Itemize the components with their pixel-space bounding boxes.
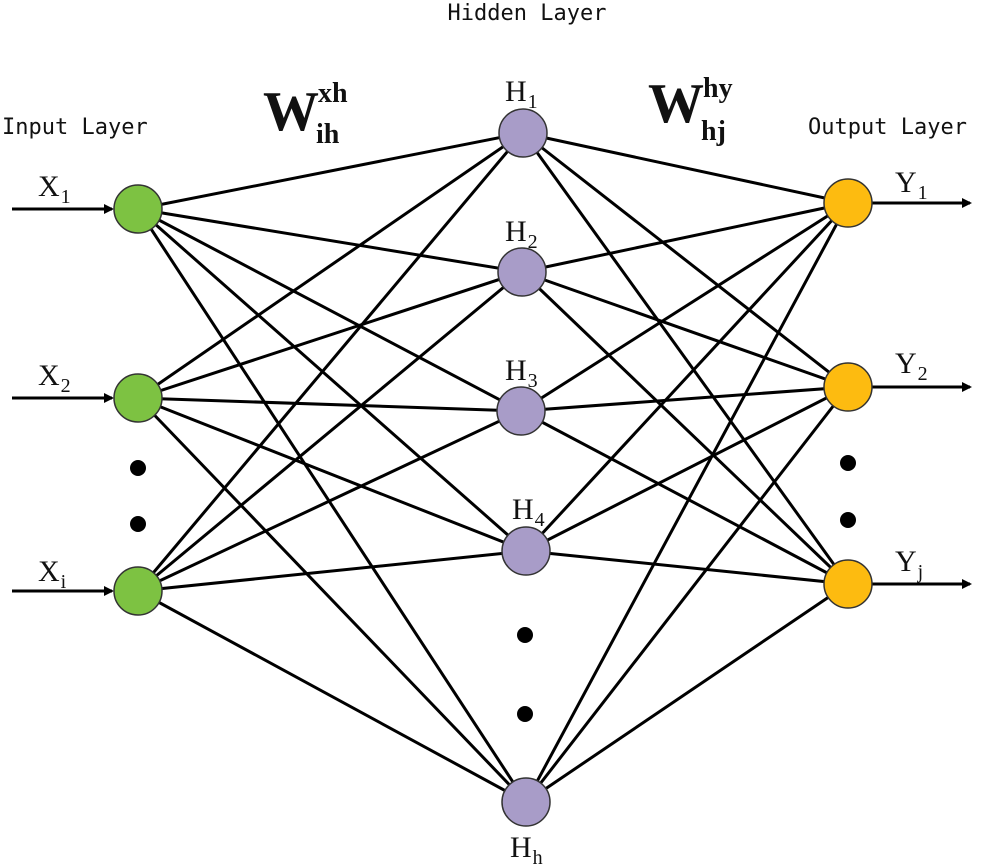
weight-label-hidden-output: W hy hj [648, 73, 733, 147]
edge-input-2-hidden-2 [137, 270, 523, 400]
hidden-node-1 [498, 108, 548, 158]
edge-input-3-hidden-4 [137, 549, 527, 593]
hidden-layer-title: Hidden Layer [448, 1, 607, 26]
edge-hidden-3-output-1 [520, 201, 849, 413]
input-layer-title: Input Layer [2, 115, 148, 140]
hidden-node-label-base-1: H [505, 75, 527, 108]
ellipsis-dot-6 [840, 512, 856, 528]
weight-ih-sup: xh [318, 78, 348, 109]
edge-hidden-1-output-1 [522, 131, 849, 205]
ellipsis-dot-4 [517, 706, 533, 722]
output-node-label-sub-3: j [917, 561, 924, 583]
output-node-label-base-3: Y [895, 545, 917, 578]
input-node-label-base-3: X [38, 555, 60, 588]
weight-hj-main: W [648, 73, 704, 135]
hidden-node-label-sub-1: 1 [528, 91, 538, 113]
input-node-label-3: Xi [38, 555, 67, 593]
hidden-node-3 [496, 386, 546, 436]
ellipsis-dot-1 [130, 460, 146, 476]
hidden-node-label-2: H2 [505, 215, 538, 253]
edge-hidden-3-output-2 [520, 385, 849, 413]
edge-hidden-3-output-3 [520, 409, 849, 586]
output-node-label-base-2: Y [895, 347, 917, 380]
edge-input-1-hidden-4 [137, 207, 527, 553]
input-node-label-sub-3: i [61, 571, 67, 593]
weight-ih-main: W [263, 81, 319, 143]
edge-hidden-4-output-1 [524, 201, 850, 553]
edge-hidden-5-output-1 [524, 202, 850, 803]
weight-ih-sub: ih [316, 119, 340, 150]
edge-hidden-1-output-2 [522, 131, 849, 389]
input-node-label-sub-1: 1 [61, 186, 71, 208]
hidden-node-label-5: Hh [510, 831, 543, 864]
edge-input-2-hidden-5 [136, 396, 528, 804]
io-arrows [12, 198, 972, 596]
input-node-label-1: X1 [38, 170, 71, 208]
edge-hidden-2-output-2 [521, 270, 849, 389]
connection-edges [136, 131, 850, 804]
hidden-node-label-sub-4: 4 [535, 509, 545, 531]
edge-input-3-hidden-3 [137, 409, 522, 593]
edge-input-3-hidden-1 [136, 132, 525, 592]
hidden-node-label-3: H3 [505, 354, 538, 392]
hidden-node-label-4: H4 [512, 493, 545, 531]
edge-hidden-2-output-1 [521, 201, 849, 274]
output-node-label-3: Yj [895, 545, 923, 583]
network-nodes [113, 108, 873, 827]
hidden-node-label-sub-2: 2 [528, 231, 538, 253]
weight-hj-sup: hy [703, 73, 733, 104]
input-node-3 [113, 566, 163, 616]
ellipsis-dot-3 [517, 627, 533, 643]
edge-hidden-1-output-3 [521, 132, 850, 585]
edge-input-2-hidden-3 [137, 396, 522, 413]
edge-input-3-hidden-5 [137, 589, 527, 804]
edge-hidden-2-output-3 [520, 270, 850, 586]
ellipsis-dot-5 [840, 455, 856, 471]
input-node-label-sub-2: 2 [61, 375, 71, 397]
ellipsis-dot-2 [130, 516, 146, 532]
edge-input-2-hidden-4 [137, 396, 527, 553]
edge-input-1-hidden-1 [137, 131, 524, 211]
output-node-2 [823, 362, 873, 412]
edge-input-3-hidden-2 [137, 270, 523, 593]
hidden-node-label-base-5: H [510, 831, 532, 864]
output-node-3 [823, 559, 873, 609]
output-node-label-1: Y1 [895, 166, 928, 204]
hidden-node-label-sub-3: 3 [528, 370, 538, 392]
hidden-node-label-1: H1 [505, 75, 538, 113]
hidden-node-label-base-2: H [505, 215, 527, 248]
hidden-node-label-base-3: H [505, 354, 527, 387]
output-node-label-base-1: Y [895, 166, 917, 199]
input-node-1 [113, 184, 163, 234]
edge-input-1-hidden-5 [136, 208, 528, 803]
output-node-1 [823, 178, 873, 228]
input-node-2 [113, 373, 163, 423]
input-node-label-base-1: X [38, 170, 60, 203]
input-node-label-base-2: X [38, 359, 60, 392]
edge-hidden-4-output-3 [525, 549, 849, 586]
edge-hidden-4-output-2 [525, 385, 849, 553]
output-layer-title: Output Layer [808, 115, 967, 140]
hidden-node-label-sub-5: h [533, 847, 543, 864]
edge-input-2-hidden-1 [137, 131, 524, 400]
edge-hidden-5-output-3 [525, 582, 849, 804]
edge-hidden-5-output-2 [524, 386, 850, 803]
edge-input-1-hidden-2 [137, 207, 523, 274]
weight-label-input-hidden: W xh ih [263, 78, 348, 150]
hidden-node-2 [497, 247, 547, 297]
output-node-label-2: Y2 [895, 347, 928, 385]
hidden-node-label-base-4: H [512, 493, 534, 526]
output-node-label-sub-1: 1 [918, 182, 928, 204]
hidden-node-5 [501, 777, 551, 827]
output-node-label-sub-2: 2 [918, 363, 928, 385]
weight-hj-sub: hj [701, 116, 726, 147]
input-node-label-2: X2 [38, 359, 71, 397]
edge-input-1-hidden-3 [137, 207, 522, 413]
ellipsis-dots [130, 455, 856, 722]
hidden-node-4 [501, 526, 551, 576]
